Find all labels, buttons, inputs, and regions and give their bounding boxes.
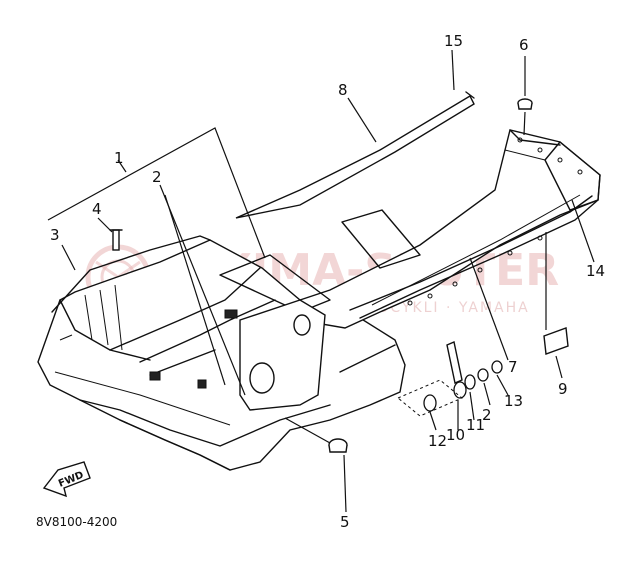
frame-assembly [37,129,601,471]
part-8-strip [235,95,475,219]
part-6-grommet [517,98,533,110]
callout-15: 15 [444,32,463,50]
rail-bolt-holes [407,137,583,306]
callout-10: 10 [446,426,465,444]
hardware-stack [397,341,503,417]
reference-code: 8V8100-4200 [36,515,117,529]
part-9-label [543,327,569,355]
callout-3: 3 [50,226,60,244]
callout-2: 2 [152,168,162,186]
callout-8: 8 [338,81,348,99]
callout-13: 13 [504,392,523,410]
callout-1: 1 [114,149,124,167]
callout-4: 4 [92,200,102,218]
callout-labels: 1 2 3 4 5 6 7 8 9 10 11 12 13 14 15 2 [50,32,605,531]
part-5-plug [328,438,348,453]
callout-9: 9 [558,380,568,398]
leader-lines [47,49,595,513]
callout-5: 5 [340,513,350,531]
forward-direction-arrow: FWD [42,461,91,498]
callout-7: 7 [508,358,518,376]
part-4-stud [109,229,123,251]
callout-12b: 2 [482,406,492,424]
callout-6: 6 [519,36,529,54]
callout-11: 11 [466,416,485,434]
callout-12: 12 [428,432,447,450]
callout-14: 14 [586,262,605,280]
